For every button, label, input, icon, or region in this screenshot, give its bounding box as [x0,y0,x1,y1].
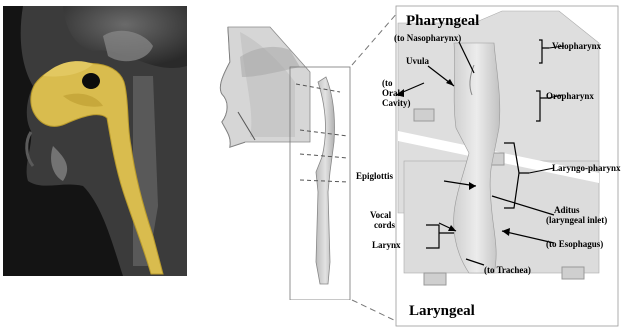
label-epiglottis: Epiglottis [356,171,393,181]
label-cords: cords [374,220,395,230]
ct-scan-image [3,6,187,276]
label-to-oral-1: (to [382,78,393,88]
label-velopharynx: Velopharynx [552,41,601,51]
heading-laryngeal: Laryngeal [409,303,475,319]
label-to-esophagus: (to Esophagus) [546,239,603,249]
airway-model-illustration [200,22,380,300]
heading-pharyngeal: Pharyngeal [406,13,479,29]
label-to-trachea: (to Trachea) [484,265,531,275]
airway-3d-model [200,22,380,300]
ct-scan-illustration [3,6,187,276]
label-uvula: Uvula [406,56,429,66]
zoomed-airway-panel: Pharyngeal (to Nasopharynx) Uvula (to Or… [384,3,629,328]
label-laryngeal-inlet: (laryngeal inlet) [546,215,607,225]
label-laryngo-pharynx: Laryngo-pharynx [552,163,621,173]
label-to-oral-2: Oral [382,88,400,98]
label-to-nasopharynx: (to Nasopharynx) [394,33,461,43]
label-aditus: Aditus [554,205,580,215]
label-vocal: Vocal [370,210,391,220]
label-oropharynx: Oropharynx [546,91,594,101]
label-larynx: Larynx [372,240,401,250]
label-to-oral-3: Cavity) [382,98,411,108]
